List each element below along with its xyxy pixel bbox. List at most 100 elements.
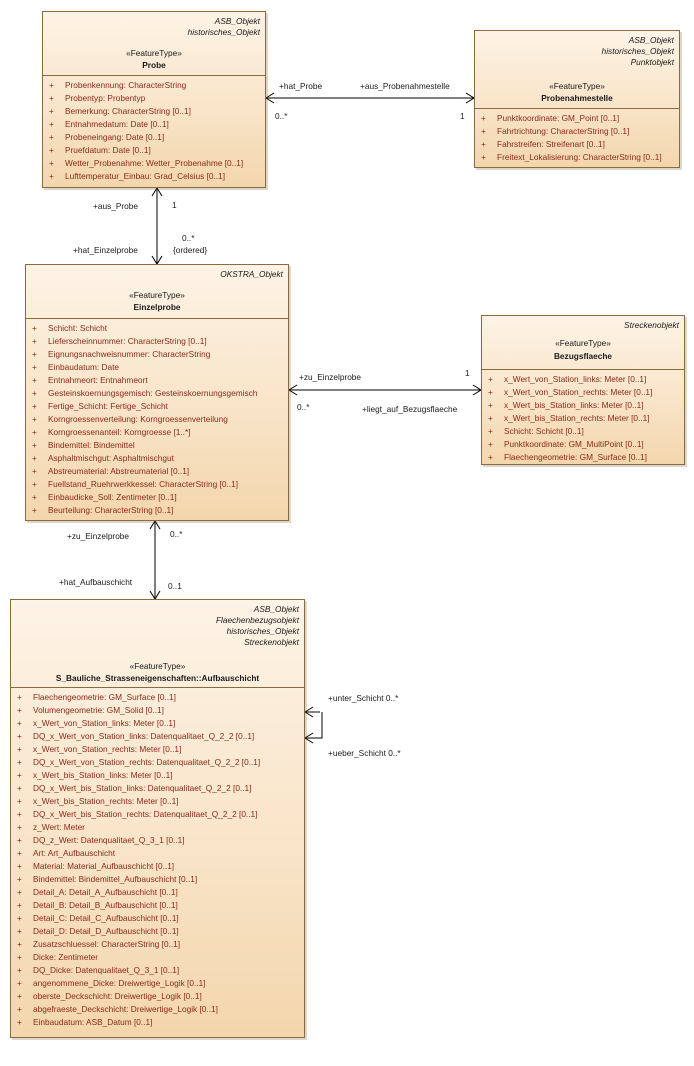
multiplicity-label: 0..*: [170, 529, 183, 539]
attribute-row[interactable]: +Schicht: Schicht [0..1]: [482, 425, 684, 438]
attribute-row[interactable]: + DQ_x_Wert_bis_Station_rechts: Datenqual…: [11, 808, 304, 821]
attribute-text: DQ_x_Wert_von_Station_links: Datenqualit…: [33, 731, 255, 741]
attribute-row[interactable]: +Entnahmeort: Entnahmeort: [26, 374, 288, 387]
attribute-row[interactable]: +Korngroessenverteilung: Korngroessenver…: [26, 413, 288, 426]
class-einzelprobe[interactable]: OKSTRA_Objekt «FeatureType» Einzelprobe …: [25, 264, 289, 521]
attribute-row[interactable]: +Detail_C: Detail_C_Aufbauschicht [0..1]: [11, 912, 304, 925]
arrowhead-up: [151, 187, 163, 197]
attribute-row[interactable]: +Bindemittel: Bindemittel: [26, 439, 288, 452]
attribute-row[interactable]: +Bindemittel: Bindemittel_Aufbauschicht …: [11, 873, 304, 886]
attribute-row[interactable]: +x_Wert_bis_Station_links: Meter [0..1]: [11, 769, 304, 782]
attribute-text: Fertige_Schicht: Fertige_Schicht: [48, 401, 168, 411]
role-label: +aus_Probenahmestelle: [360, 81, 450, 91]
visibility-marker: +: [17, 705, 22, 715]
attribute-row[interactable]: +x_Wert_von_Station_links: Meter [0..1]: [11, 717, 304, 730]
visibility-marker: +: [17, 939, 22, 949]
class-tag: ASB_Objekt: [214, 16, 260, 26]
class-name: Probe: [142, 60, 166, 70]
class-stereotype: «FeatureType»: [129, 661, 186, 671]
attribute-row[interactable]: +Entnahmedatum: Date [0..1]: [43, 118, 265, 131]
attribute-row[interactable]: +Art: Art_Aufbauschicht: [11, 847, 304, 860]
attribute-row[interactable]: +Abstreumaterial: Abstreumaterial [0..1]: [26, 465, 288, 478]
attribute-row[interactable]: +oberste_Deckschicht: Dreiwertige_Logik …: [11, 990, 304, 1003]
constraint-label: {ordered}: [173, 245, 208, 255]
attribute-row[interactable]: +Lufttemperatur_Einbau: Grad_Celsius [0.…: [43, 170, 265, 183]
attribute-list: +Flaechengeometrie: GM_Surface [0..1] +V…: [11, 688, 304, 1029]
visibility-marker: +: [481, 139, 486, 149]
visibility-marker: +: [17, 809, 22, 819]
class-tag: ASB_Objekt: [253, 604, 299, 614]
attribute-row[interactable]: +x_Wert_bis_Station_rechts: Meter [0..1]: [482, 412, 684, 425]
visibility-marker: +: [49, 80, 54, 90]
attribute-row[interactable]: +Fertige_Schicht: Fertige_Schicht: [26, 400, 288, 413]
attribute-row[interactable]: +Fahrtrichtung: CharacterString [0..1]: [475, 125, 679, 138]
attribute-row[interactable]: +Eignungsnachweisnummer: CharacterString: [26, 348, 288, 361]
attribute-row[interactable]: +DQ_Dicke: Datenqualitaet_Q_3_1 [0..1]: [11, 964, 304, 977]
attribute-row[interactable]: +x_Wert_von_Station_rechts: Meter [0..1]: [11, 743, 304, 756]
attribute-row[interactable]: +Freitext_Lokalisierung: CharacterString…: [475, 151, 679, 164]
attribute-text: Probentyp: Probentyp: [65, 93, 146, 103]
attribute-row[interactable]: +Einbaudatum: ASB_Datum [0..1]: [11, 1016, 304, 1029]
class-bezugsflaeche[interactable]: Streckenobjekt «FeatureType» Bezugsflaec…: [481, 315, 685, 465]
attribute-row[interactable]: +z_Wert: Meter: [11, 821, 304, 834]
multiplicity-label: 0..*: [182, 233, 195, 243]
attribute-row[interactable]: +x_Wert_bis_Station_links: Meter [0..1]: [482, 399, 684, 412]
attribute-row[interactable]: +Flaechengeometrie: GM_Surface [0..1]: [11, 691, 304, 704]
attribute-row[interactable]: +Material: Material_Aufbauschicht [0..1]: [11, 860, 304, 873]
role-label: +ueber_Schicht 0..*: [328, 748, 401, 758]
attribute-row[interactable]: +Lieferscheinnummer: CharacterString [0.…: [26, 335, 288, 348]
attribute-row[interactable]: +Pruefdatum: Date [0..1]: [43, 144, 265, 157]
class-probenahmestelle[interactable]: ASB_Objekt historisches_Objekt Punktobje…: [474, 30, 680, 168]
visibility-marker: +: [17, 861, 22, 871]
attribute-row[interactable]: +Korngroessenanteil: Korngroesse [1..*]: [26, 426, 288, 439]
attribute-text: x_Wert_von_Station_links: Meter [0..1]: [33, 718, 176, 728]
attribute-row[interactable]: +Fuellstand_Ruehrwerkkessel: CharacterSt…: [26, 478, 288, 491]
class-tag: Streckenobjekt: [624, 320, 679, 330]
attribute-row[interactable]: +Wetter_Probenahme: Wetter_Probenahme [0…: [43, 157, 265, 170]
attribute-row[interactable]: +Detail_A: Detail_A_Aufbauschicht [0..1]: [11, 886, 304, 899]
attribute-row[interactable]: +abgefraeste_Deckschicht: Dreiwertige_Lo…: [11, 1003, 304, 1016]
class-probe[interactable]: ASB_Objekt historisches_Objekt «FeatureT…: [42, 11, 266, 188]
attribute-row[interactable]: +x_Wert_von_Station_links: Meter [0..1]: [482, 373, 684, 386]
attribute-row[interactable]: +DQ_z_Wert: Datenqualitaet_Q_3_1 [0..1]: [11, 834, 304, 847]
attribute-row[interactable]: +DQ_x_Wert_bis_Station_links: Datenquali…: [11, 782, 304, 795]
attribute-row[interactable]: +Volumengeometrie: GM_Solid [0..1]: [11, 704, 304, 717]
visibility-marker: +: [17, 952, 22, 962]
attribute-text: Entnahmeort: Entnahmeort: [48, 375, 148, 385]
visibility-marker: +: [32, 427, 37, 437]
attribute-text: Gesteinskoernungsgemisch: Gesteinskoernu…: [48, 388, 258, 398]
attribute-row[interactable]: +Punktkoordinate: GM_MultiPoint [0..1]: [482, 438, 684, 451]
attribute-row[interactable]: +Fahrstreifen: Streifenart [0..1]: [475, 138, 679, 151]
attribute-row[interactable]: +Probenkennung: CharacterString: [43, 79, 265, 92]
attribute-text: DQ_x_Wert_bis_Station_rechts: Datenquali…: [33, 809, 258, 819]
attribute-row[interactable]: +DQ_x_Wert_von_Station_rechts: Datenqual…: [11, 756, 304, 769]
attribute-row[interactable]: +Bemerkung: CharacterString [0..1]: [43, 105, 265, 118]
role-label: +liegt_auf_Bezugsflaeche: [362, 404, 458, 414]
attribute-row[interactable]: +x_Wert_bis_Station_rechts: Meter [0..1]: [11, 795, 304, 808]
attribute-row[interactable]: +Beurteilung: CharacterString [0..1]: [26, 504, 288, 517]
attribute-row[interactable]: +Probentyp: Probentyp: [43, 92, 265, 105]
self-assoc-lower[interactable]: [305, 712, 323, 739]
attribute-text: Eignungsnachweisnummer: CharacterString: [48, 349, 211, 359]
class-aufbauschicht[interactable]: ASB_Objekt Flaechenbezugsobjekt historis…: [10, 599, 305, 1038]
attribute-row[interactable]: +Asphaltmischgut: Asphaltmischgut: [26, 452, 288, 465]
attribute-row[interactable]: +x_Wert_von_Station_rechts: Meter [0..1]: [482, 386, 684, 399]
attribute-row[interactable]: +Gesteinskoernungsgemisch: Gesteinskoern…: [26, 387, 288, 400]
attribute-text: DQ_x_Wert_von_Station_rechts: Datenquali…: [33, 757, 261, 767]
attribute-row[interactable]: +Detail_D: Detail_D_Aufbauschicht [0..1]: [11, 925, 304, 938]
attribute-row[interactable]: +Einbaudicke_Soll: Zentimeter [0..1]: [26, 491, 288, 504]
attribute-row[interactable]: +Probeneingang: Date [0..1]: [43, 131, 265, 144]
attribute-row[interactable]: +Zusatzschluessel: CharacterString [0..1…: [11, 938, 304, 951]
visibility-marker: +: [49, 171, 54, 181]
attribute-text: Korngroessenverteilung: Korngroessenvert…: [48, 414, 228, 424]
visibility-marker: +: [49, 106, 54, 116]
attribute-row[interactable]: +Flaechengeometrie: GM_Surface [0..1]: [482, 451, 684, 464]
attribute-row[interactable]: +DQ_x_Wert_von_Station_links: Datenquali…: [11, 730, 304, 743]
attribute-row[interactable]: +Detail_B: Detail_B_Aufbauschicht [0..1]: [11, 899, 304, 912]
class-name: S_Bauliche_Strasseneigenschaften::Aufbau…: [55, 673, 260, 683]
attribute-row[interactable]: +angenommene_Dicke: Dreiwertige_Logik [0…: [11, 977, 304, 990]
attribute-row[interactable]: +Schicht: Schicht: [26, 322, 288, 335]
attribute-row[interactable]: +Dicke: Zentimeter: [11, 951, 304, 964]
attribute-row[interactable]: +Einbaudatum: Date: [26, 361, 288, 374]
attribute-row[interactable]: +Punktkoordinate: GM_Point [0..1]: [475, 112, 679, 125]
